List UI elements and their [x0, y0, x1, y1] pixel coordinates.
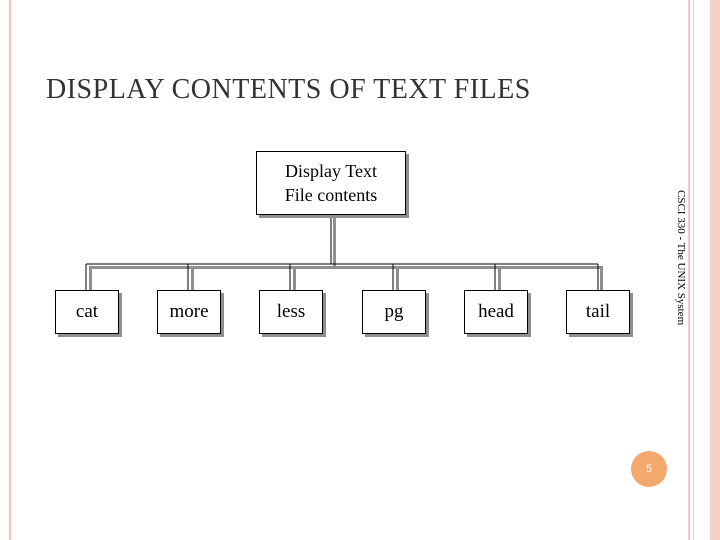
leaf-node-pg: pg	[362, 290, 426, 334]
leaf-node-head: head	[464, 290, 528, 334]
slide-title: DISPLAY CONTENTS OF TEXT FILES	[46, 74, 531, 105]
root-node-label-line2: File contents	[284, 185, 378, 205]
slide-frame-right-inner-border	[693, 0, 694, 540]
leaf-node-tail: tail	[566, 290, 630, 334]
course-side-caption: CSCI 330 - The UNIX System	[675, 190, 687, 326]
leaf-node-more: more	[157, 290, 221, 334]
root-node-label-line1: Display Text	[285, 161, 377, 181]
root-node-display-text-file-contents: Display Text File contents	[256, 151, 406, 215]
leaf-node-less: less	[259, 290, 323, 334]
slide-frame-left-border	[9, 0, 11, 540]
page-number-badge: 5	[631, 451, 667, 487]
slide-frame-right-border	[688, 0, 690, 540]
leaf-node-cat: cat	[55, 290, 119, 334]
slide-frame-right-band	[710, 0, 720, 540]
